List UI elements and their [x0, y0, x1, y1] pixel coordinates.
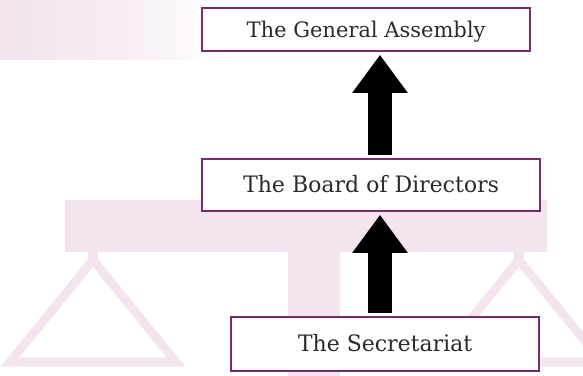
watermark-left-pan: [0, 252, 186, 367]
node-label: The Board of Directors: [243, 172, 499, 198]
node-label: The General Assembly: [246, 17, 486, 42]
arrow-board-to-assembly: [352, 55, 408, 155]
node-label: The Secretariat: [297, 331, 473, 357]
arrow-head: [352, 55, 408, 155]
node-board-of-directors: The Board of Directors: [201, 158, 541, 212]
arrow-head: [352, 215, 408, 313]
arrow-secretariat-to-board: [352, 215, 408, 313]
node-general-assembly: The General Assembly: [201, 7, 531, 52]
background-fade: [0, 0, 230, 60]
node-secretariat: The Secretariat: [230, 316, 540, 372]
